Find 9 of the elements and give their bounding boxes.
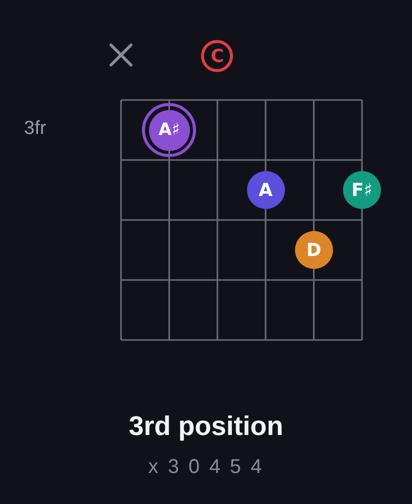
- cross-icon: [109, 43, 133, 67]
- fret-number: 3fr: [24, 118, 46, 140]
- root-note-marker: A♯: [142, 103, 196, 157]
- fingering-caption: x 3 0 4 5 4: [148, 456, 264, 478]
- note-marker: A: [246, 171, 285, 209]
- open-string-marker: C: [201, 40, 234, 72]
- note-marker: D: [294, 231, 333, 269]
- chord-title: 3rd position: [128, 411, 284, 441]
- note-marker: F♯: [343, 171, 381, 209]
